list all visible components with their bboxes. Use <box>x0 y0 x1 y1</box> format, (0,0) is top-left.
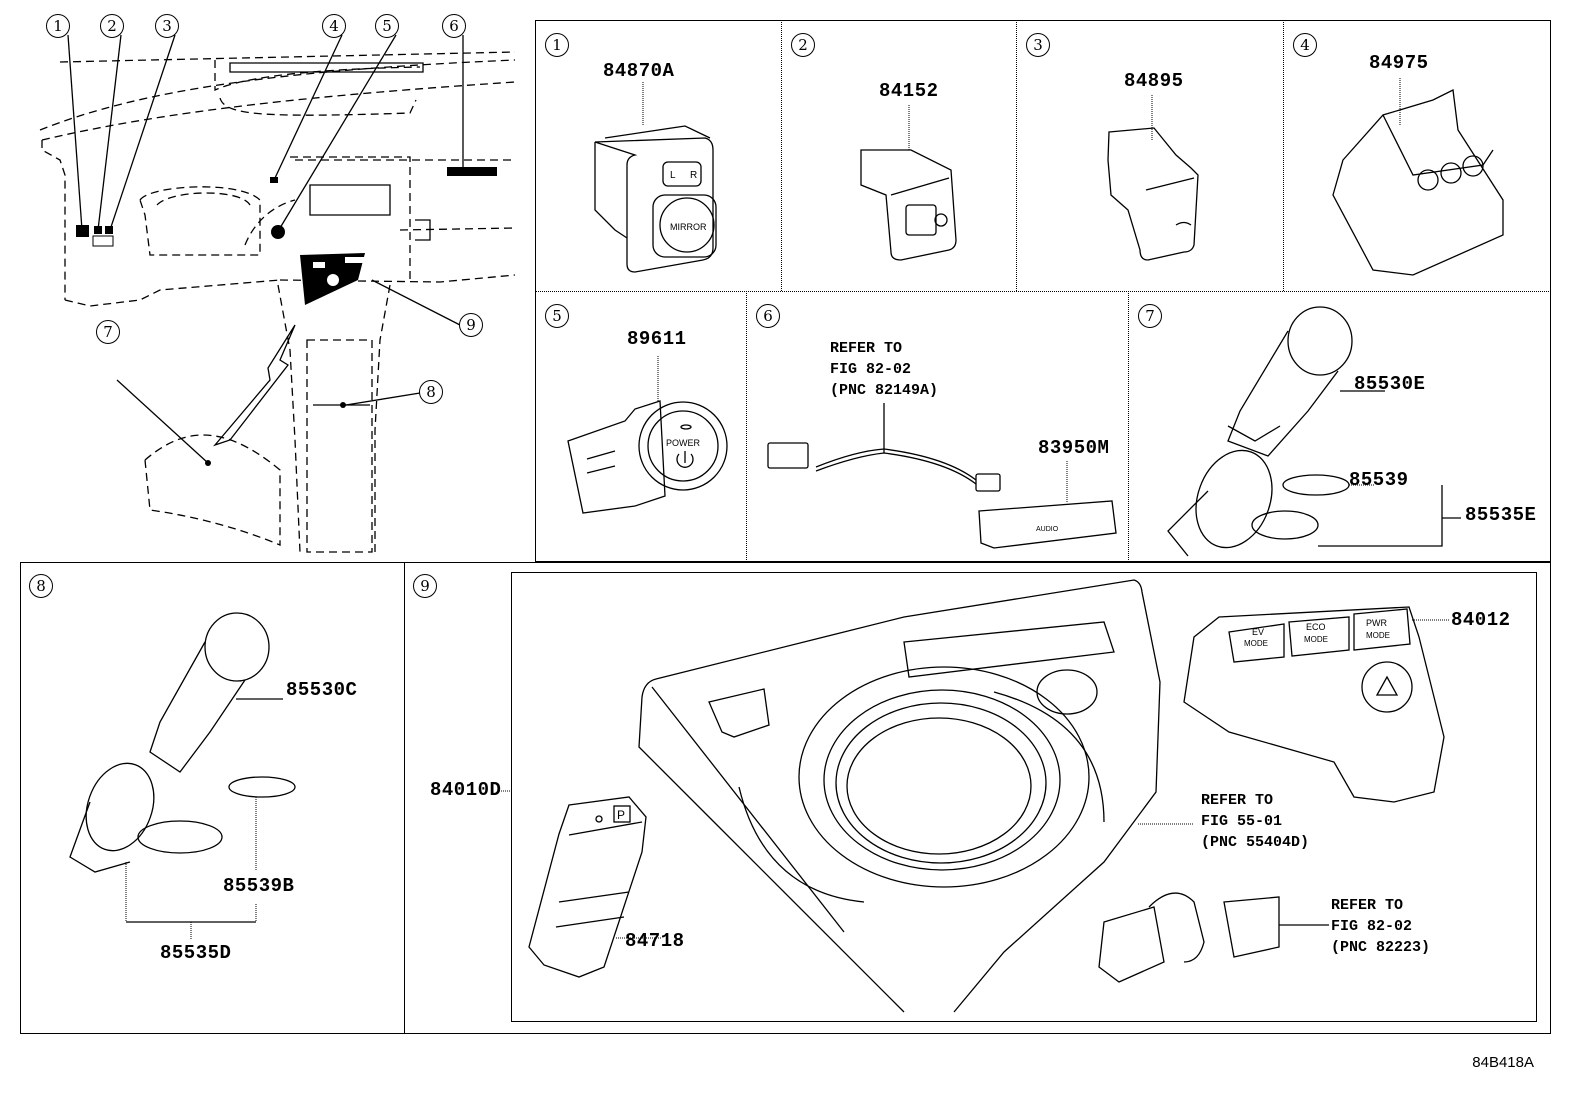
location-marker-5 <box>271 225 285 239</box>
panel-number: 7 <box>1138 304 1162 328</box>
svg-text:AUDIO: AUDIO <box>1036 526 1059 533</box>
accessory-socket-drawing <box>1167 306 1461 557</box>
switch-drawing <box>860 105 957 261</box>
svg-text:MODE: MODE <box>1366 631 1390 640</box>
part-number-84870A[interactable]: 84870A <box>603 60 675 82</box>
accessory-socket-drawing <box>69 612 296 939</box>
ref-line: (PNC 82223) <box>1331 939 1431 956</box>
panel-1: 1 84870A MIRROR L R <box>535 20 781 291</box>
part-number-84895[interactable]: 84895 <box>1124 70 1184 92</box>
power-switch-drawing: POWER <box>567 356 728 514</box>
grid-divider <box>746 291 747 562</box>
reference-note: REFER TO FIG 82-02 (PNC 82223) <box>1331 895 1430 958</box>
svg-text:MODE: MODE <box>1304 635 1328 644</box>
panel-number: 6 <box>756 304 780 328</box>
svg-text:R: R <box>690 170 697 181</box>
panel-number: 3 <box>1026 33 1050 57</box>
dashboard-illustration <box>39 34 516 553</box>
panel-number: 8 <box>29 574 53 598</box>
location-marker-1 <box>76 225 89 237</box>
ref-line: FIG 55-01 <box>1201 813 1283 830</box>
ref-line: FIG 82-02 <box>830 361 912 378</box>
part-number-85530E[interactable]: 85530E <box>1354 373 1426 395</box>
svg-text:L: L <box>670 170 676 181</box>
svg-text:MODE: MODE <box>1244 639 1268 648</box>
svg-text:P: P <box>617 808 625 822</box>
console-assembly-drawing: P EV MODE ECO MODE PWR MODE <box>499 579 1449 1013</box>
callout-2: 2 <box>100 14 124 38</box>
ref-line: FIG 82-02 <box>1331 918 1413 935</box>
callout-9: 9 <box>459 313 483 337</box>
panel-number: 5 <box>545 304 569 328</box>
grid-divider <box>1016 20 1017 291</box>
panel-number: 2 <box>791 33 815 57</box>
grid-divider <box>1283 20 1284 291</box>
svg-text:EV: EV <box>1252 627 1264 637</box>
panel-9: 9 84010D 84718 84012 REFER TO FIG 55-01 … <box>404 562 1551 1034</box>
panel-6: 6 REFER TO FIG 82-02 (PNC 82149A) 83950M… <box>746 291 1128 562</box>
panel-number: 9 <box>413 574 437 598</box>
panel-3: 3 84895 <box>1016 20 1283 291</box>
svg-text:ECO: ECO <box>1306 622 1326 632</box>
grid-divider <box>404 562 405 1034</box>
svg-text:POWER: POWER <box>666 438 701 448</box>
bottom-grid-frame <box>20 562 1551 1034</box>
ref-line: REFER TO <box>1331 897 1404 914</box>
svg-text:PWR: PWR <box>1366 618 1387 628</box>
grid-divider <box>535 291 1551 292</box>
reference-note: REFER TO FIG 55-01 (PNC 55404D) <box>1201 790 1309 853</box>
location-marker-4 <box>270 177 278 183</box>
part-number-89611[interactable]: 89611 <box>627 328 687 350</box>
panel-number: 1 <box>545 33 569 57</box>
panel-4: 4 84975 <box>1283 20 1551 291</box>
callout-3: 3 <box>155 14 179 38</box>
reference-note: REFER TO FIG 82-02 (PNC 82149A) <box>830 338 938 401</box>
ref-line: (PNC 82149A) <box>830 382 939 399</box>
panel-7: 7 85530E 85539 85535E <box>1128 291 1551 562</box>
part-number-84975[interactable]: 84975 <box>1369 52 1429 74</box>
panel-number: 4 <box>1293 33 1317 57</box>
callout-4: 4 <box>322 14 346 38</box>
part-number-84010D[interactable]: 84010D <box>430 779 502 801</box>
switch-drawing <box>1332 78 1504 276</box>
part-number-84718[interactable]: 84718 <box>625 930 685 952</box>
ref-line: REFER TO <box>1201 792 1274 809</box>
part-number-85539B[interactable]: 85539B <box>223 875 295 897</box>
part-number-85530C[interactable]: 85530C <box>286 679 358 701</box>
figure-code: 84B418A <box>1472 1054 1534 1071</box>
ref-line: REFER TO <box>830 340 903 357</box>
module-and-harness-drawing: AUDIO <box>767 403 1117 549</box>
overview-diagram: 1 2 3 4 5 6 7 8 9 <box>20 0 530 560</box>
location-marker-3 <box>105 226 113 234</box>
callout-8: 8 <box>419 380 443 404</box>
grid-divider <box>781 20 782 291</box>
callout-5: 5 <box>375 14 399 38</box>
part-number-85535E[interactable]: 85535E <box>1465 504 1537 526</box>
panel-8: 8 85530C 85539B 85535D <box>20 562 404 1034</box>
part-number-83950M[interactable]: 83950M <box>1038 437 1110 459</box>
ref-line: (PNC 55404D) <box>1201 834 1310 851</box>
grid-divider <box>1128 291 1129 562</box>
panel-5: 5 89611 POWER <box>535 291 746 562</box>
part-number-84152[interactable]: 84152 <box>879 80 939 102</box>
switch-drawing <box>1107 95 1199 261</box>
svg-text:MIRROR: MIRROR <box>670 222 707 232</box>
panel-9-inner-frame <box>511 572 1537 1022</box>
panel-2: 2 84152 <box>781 20 1016 291</box>
mirror-switch-drawing: MIRROR L R <box>594 82 717 273</box>
callout-6: 6 <box>442 14 466 38</box>
part-number-84012[interactable]: 84012 <box>1451 609 1511 631</box>
location-marker-6 <box>447 167 497 176</box>
callout-1: 1 <box>46 14 70 38</box>
callout-7: 7 <box>96 320 120 344</box>
part-number-85535D[interactable]: 85535D <box>160 942 232 964</box>
